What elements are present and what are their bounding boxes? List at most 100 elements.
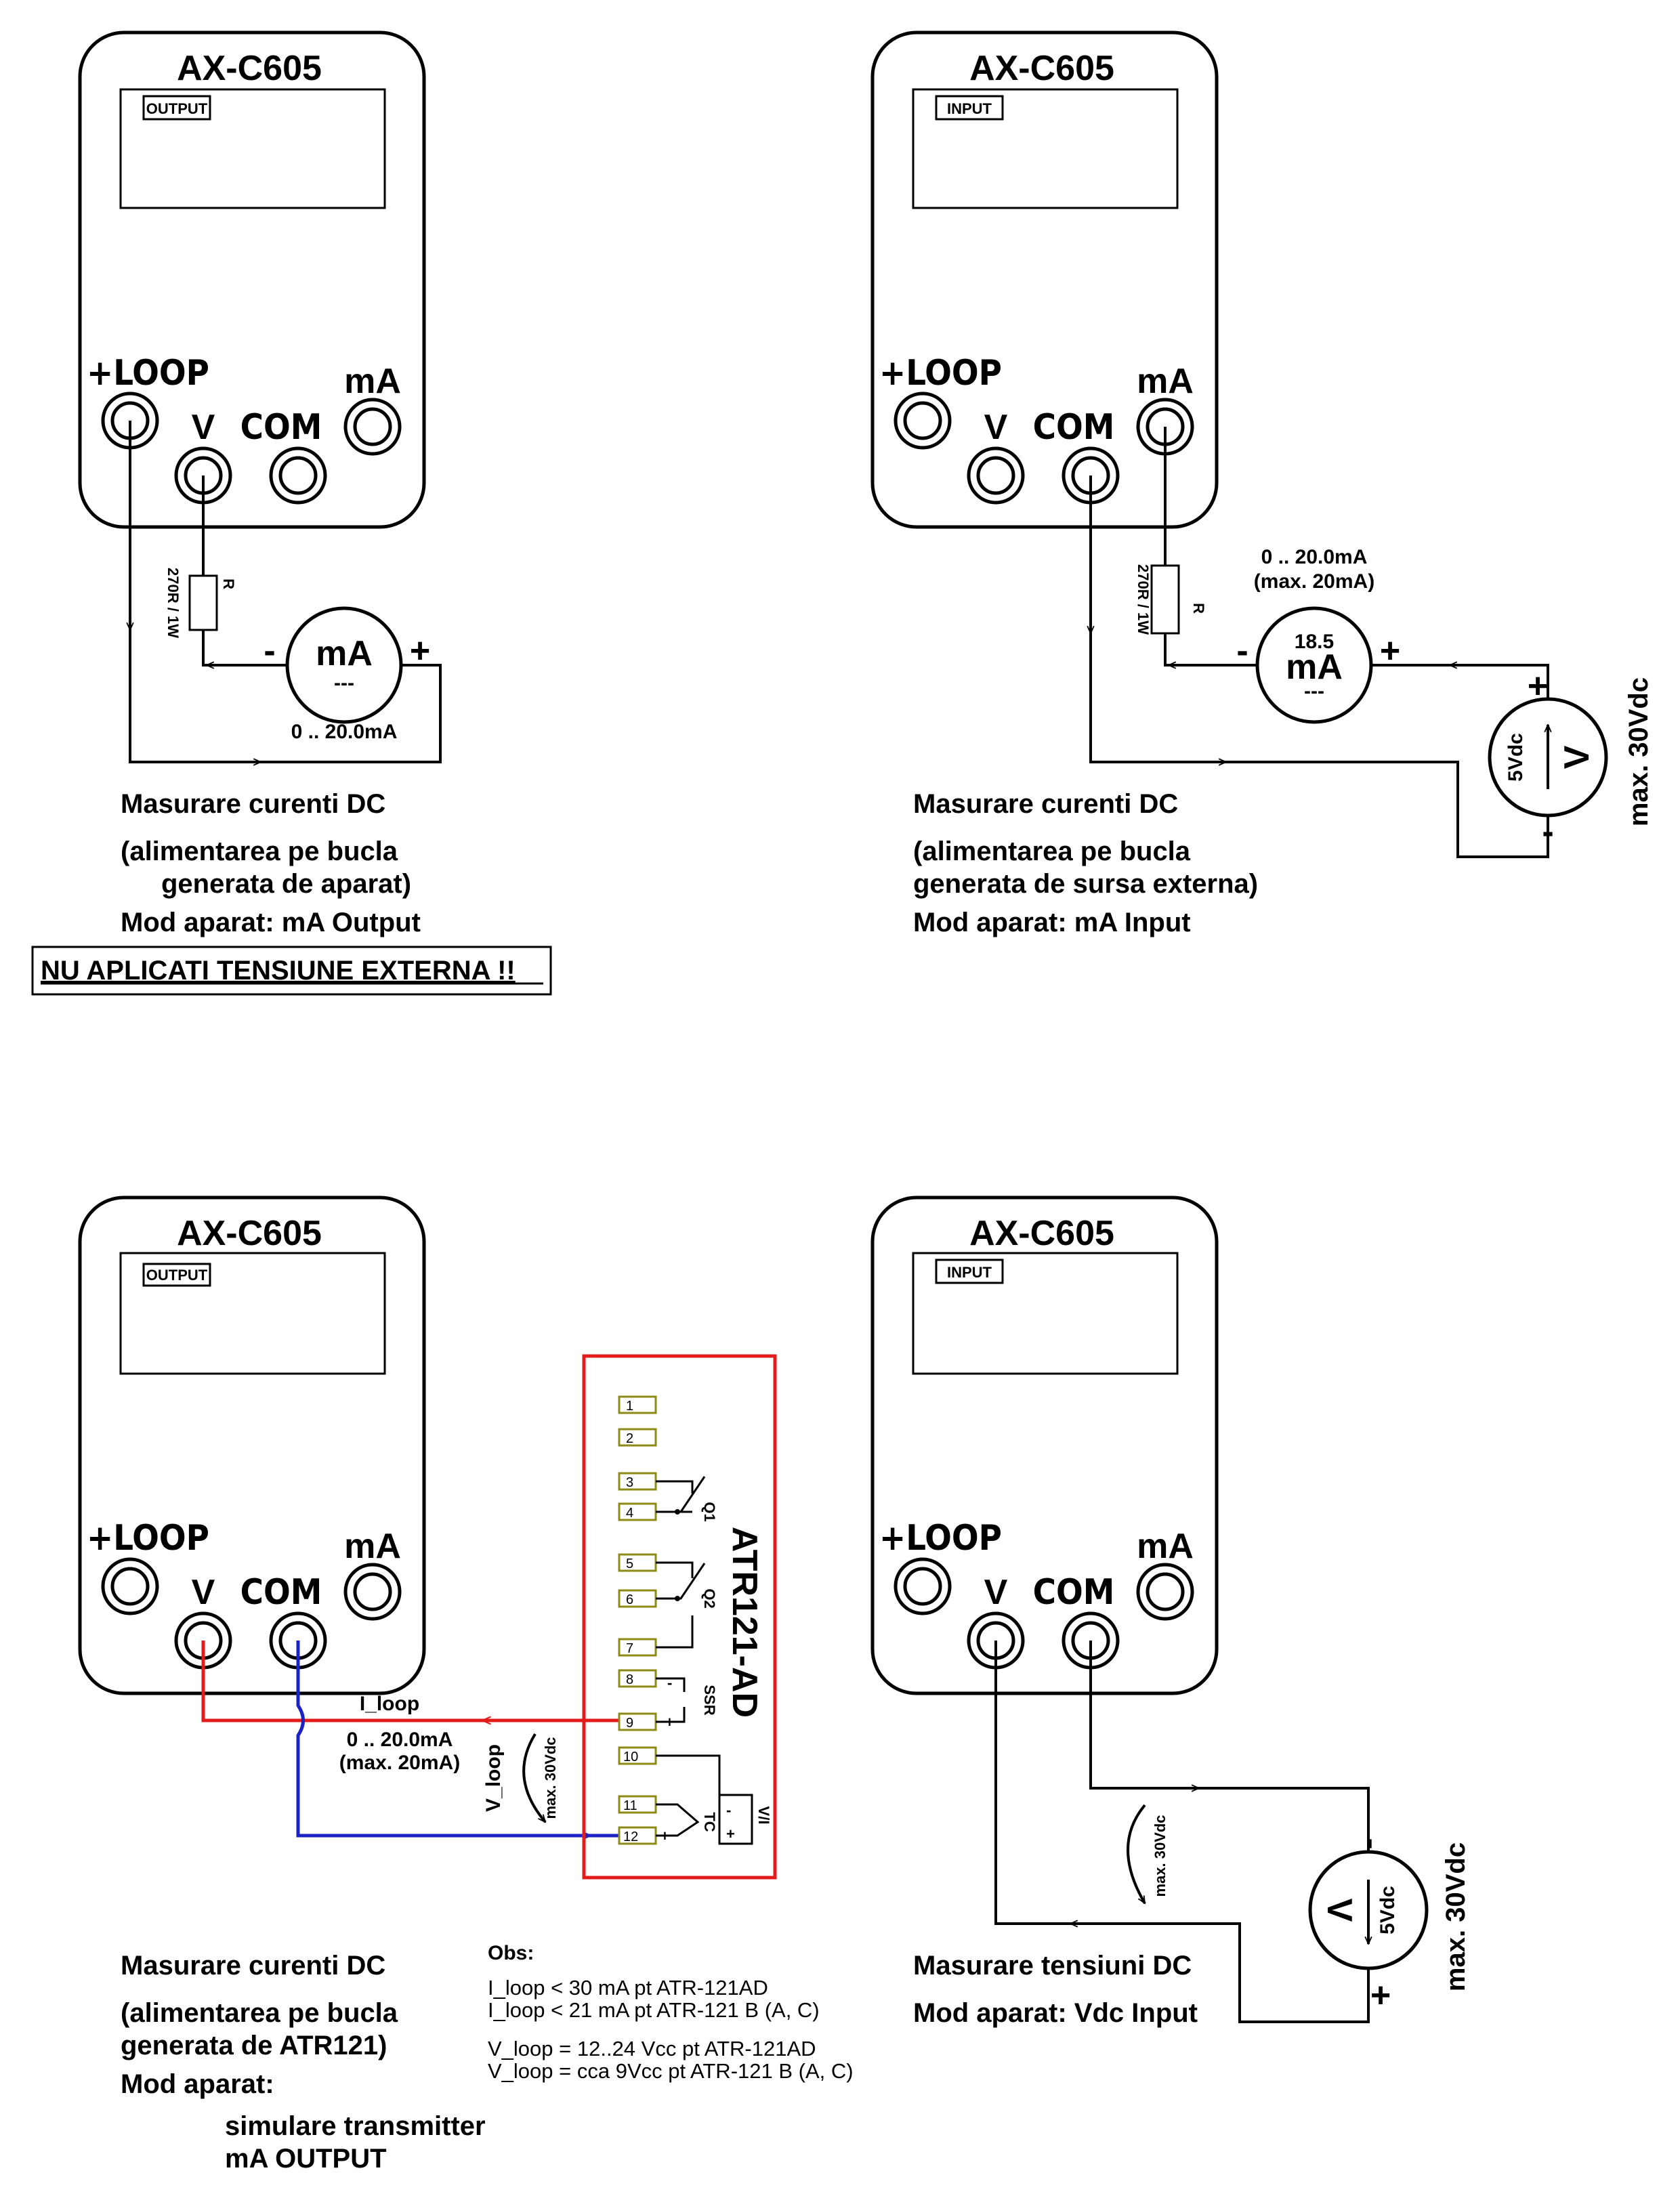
- display-screen: [912, 1252, 1179, 1375]
- range-top: 0 .. 20.0mA: [1261, 546, 1368, 568]
- terminal-label-v: V: [192, 408, 215, 447]
- relay-q1-node: [675, 1509, 680, 1515]
- max-voltage: max. 30Vdc: [542, 1737, 559, 1819]
- wire-meter-source: [1371, 664, 1549, 698]
- source-value: 5Vdc: [1377, 1886, 1399, 1934]
- source-symbol: V: [1320, 1899, 1359, 1922]
- panel-vdc-input: AX-C605 INPUT +LOOP mA V COM max. 30Vdc …: [870, 1196, 1471, 2028]
- jack-v-inner: [976, 456, 1015, 495]
- input-minus: -: [663, 1795, 667, 1812]
- terminal-number: 7: [626, 1641, 633, 1656]
- obs-line2: I_loop < 21 mA pt ATR-121 B (A, C): [488, 1998, 820, 2022]
- wire-resistor-meter: [202, 630, 288, 667]
- terminal-label-ma: mA: [1137, 362, 1194, 401]
- obs-title: Obs:: [488, 1942, 534, 1964]
- screen-mode-box: [935, 95, 1004, 121]
- source-symbol: V: [1557, 745, 1597, 769]
- terminal-10[interactable]: [618, 1746, 657, 1765]
- panel-transmitter-sim: AX-C605 OUTPUT +LOOP mA V COM I_loop 0 .…: [78, 1196, 854, 2174]
- jack-ma-inner: [353, 407, 392, 446]
- display-screen: [912, 88, 1179, 209]
- caption-mode: Mod aparat: mA Input: [913, 908, 1191, 937]
- jack-loop-inner: [903, 1567, 942, 1606]
- caption-title: Masurare curenti DC: [913, 789, 1178, 819]
- terminal-label-loop: +LOOP: [87, 1518, 209, 1559]
- caption-mode: Mod aparat:: [121, 2069, 274, 2099]
- obs-line4: V_loop = cca 9Vcc pt ATR-121 B (A, C): [488, 2059, 854, 2083]
- ammeter-unit: mA: [1286, 648, 1343, 687]
- range-label: 0 .. 20.0mA: [291, 721, 398, 743]
- terminal-label-v: V: [192, 1573, 215, 1612]
- terminal-1[interactable]: [618, 1395, 657, 1414]
- terminal-label-v: V: [984, 1573, 1008, 1612]
- terminal-number: 8: [626, 1672, 633, 1687]
- source-plus: +: [1528, 667, 1548, 706]
- terminal-number: 1: [626, 1399, 633, 1414]
- screen-mode-box: [142, 1263, 211, 1287]
- max-voltage: max. 30Vdc: [1441, 1842, 1471, 1991]
- source-minus: -: [1542, 812, 1553, 851]
- screen-mode-label: OUTPUT: [146, 1267, 208, 1284]
- terminal-2[interactable]: [618, 1428, 657, 1447]
- caption-title: Masurare curenti DC: [121, 789, 385, 819]
- terminal-9[interactable]: [618, 1712, 657, 1731]
- resistor-value: 270R / 1W: [165, 568, 182, 638]
- vi-label: V/I: [755, 1806, 772, 1825]
- source-value: 5Vdc: [1505, 733, 1527, 782]
- caption-line2: (alimentarea pe bucla: [121, 1998, 398, 2028]
- caption-mode-line2: mA OUTPUT: [225, 2144, 387, 2174]
- wire-com-bottom: [1089, 630, 1226, 762]
- resistor-value: 270R / 1W: [1135, 564, 1152, 635]
- terminal-number: 12: [623, 1829, 638, 1844]
- caption-line3: generata de aparat): [161, 869, 411, 899]
- ssr-minus: -: [667, 1674, 672, 1691]
- input-wiring: [656, 1754, 721, 1837]
- terminal-4[interactable]: [618, 1502, 657, 1521]
- obs-line3: V_loop = 12..24 Vcc pt ATR-121AD: [488, 2037, 816, 2060]
- wire-com-source: [1223, 761, 1549, 858]
- meter-body: [78, 30, 426, 529]
- jack-ma-inner: [353, 1572, 392, 1611]
- controller-terminals: 1 2 3 4 5 6 7 8 9 10 11 12: [618, 1395, 657, 1845]
- ssr-label: SSR: [701, 1685, 718, 1715]
- terminal-12[interactable]: [618, 1826, 657, 1845]
- source-minus: -: [1352, 1838, 1391, 1849]
- terminal-number: 4: [626, 1506, 633, 1521]
- terminal-label-loop: +LOOP: [879, 1518, 1002, 1559]
- terminal-label-v: V: [984, 408, 1008, 447]
- wire-resistor-meter: [1164, 633, 1260, 667]
- caption-line3: generata de sursa externa): [913, 869, 1258, 899]
- voltage-arrow: [1127, 1804, 1146, 1903]
- terminal-number: 3: [626, 1475, 633, 1490]
- terminal-7[interactable]: [618, 1638, 657, 1657]
- caption-mode: Mod aparat: mA Output: [121, 908, 421, 937]
- terminal-label-com: COM: [1033, 407, 1115, 448]
- relay-q2-label: Q2: [701, 1588, 718, 1608]
- screen-mode-label: INPUT: [947, 1264, 992, 1281]
- terminal-8[interactable]: [618, 1669, 657, 1688]
- terminal-number: 6: [626, 1592, 633, 1607]
- screen-mode-label: OUTPUT: [146, 100, 208, 117]
- controller-box: [582, 1354, 777, 1880]
- controller-name: ATR121-AD: [725, 1527, 764, 1718]
- display-screen: [119, 88, 386, 209]
- obs-line1: I_loop < 30 mA pt ATR-121AD: [488, 1976, 768, 2000]
- jack-loop-inner: [903, 401, 942, 440]
- device-title: AX-C605: [177, 49, 322, 88]
- wire-com-source: [1089, 1641, 1370, 1853]
- device-title: AX-C605: [969, 49, 1114, 88]
- terminal-6[interactable]: [618, 1589, 657, 1608]
- ssr-output: [656, 1677, 686, 1723]
- meter-body: [870, 1196, 1219, 1695]
- ammeter-label: mA: [316, 634, 373, 673]
- warning-box: [31, 946, 552, 996]
- relay-q1-label: Q1: [701, 1502, 718, 1521]
- resistor-name: R: [1190, 603, 1207, 614]
- terminal-5[interactable]: [618, 1553, 657, 1572]
- screen-mode-box: [935, 1258, 1004, 1284]
- terminal-number: 9: [626, 1716, 633, 1731]
- jack-com-inner: [278, 456, 318, 495]
- terminal-3[interactable]: [618, 1472, 657, 1491]
- wire-loop-return: [257, 664, 442, 763]
- resistor: [188, 574, 218, 631]
